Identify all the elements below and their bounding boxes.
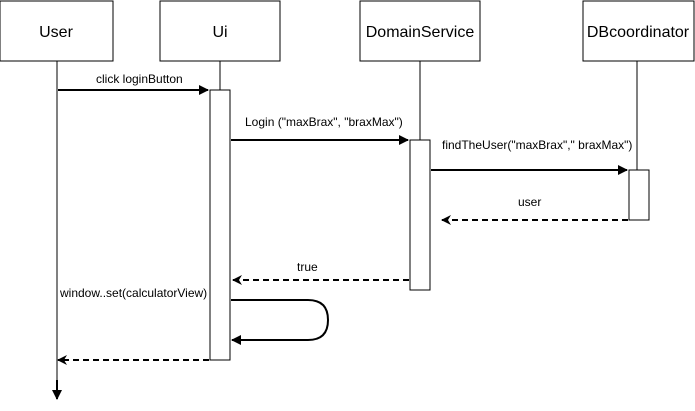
participant-domain-service-label: DomainService [366, 24, 475, 41]
self-message-window-set-label: window..set(calculatorView) [59, 286, 207, 300]
self-message-window-set-arrow [231, 299, 330, 345]
return-true-label: true [297, 260, 318, 274]
return-user-label: user [518, 195, 541, 209]
participant-ui-label: Ui [212, 24, 227, 41]
message-login-label: Login ("maxBrax", "braxMax") [245, 115, 403, 129]
activation-db-coordinator [628, 169, 650, 221]
participant-db-coordinator: DBcoordinator [582, 0, 695, 62]
participant-ui: Ui [159, 0, 281, 62]
activation-ui [209, 89, 231, 361]
message-click-login-label: click loginButton [96, 72, 183, 86]
participant-user-label: User [39, 24, 73, 41]
participant-domain-service: DomainService [359, 0, 481, 62]
participant-db-coordinator-label: DBcoordinator [587, 24, 690, 41]
participant-user: User [0, 0, 114, 62]
activation-domain-service [409, 139, 431, 291]
message-find-user-label: findTheUser("maxBrax"," braxMax") [442, 138, 632, 152]
